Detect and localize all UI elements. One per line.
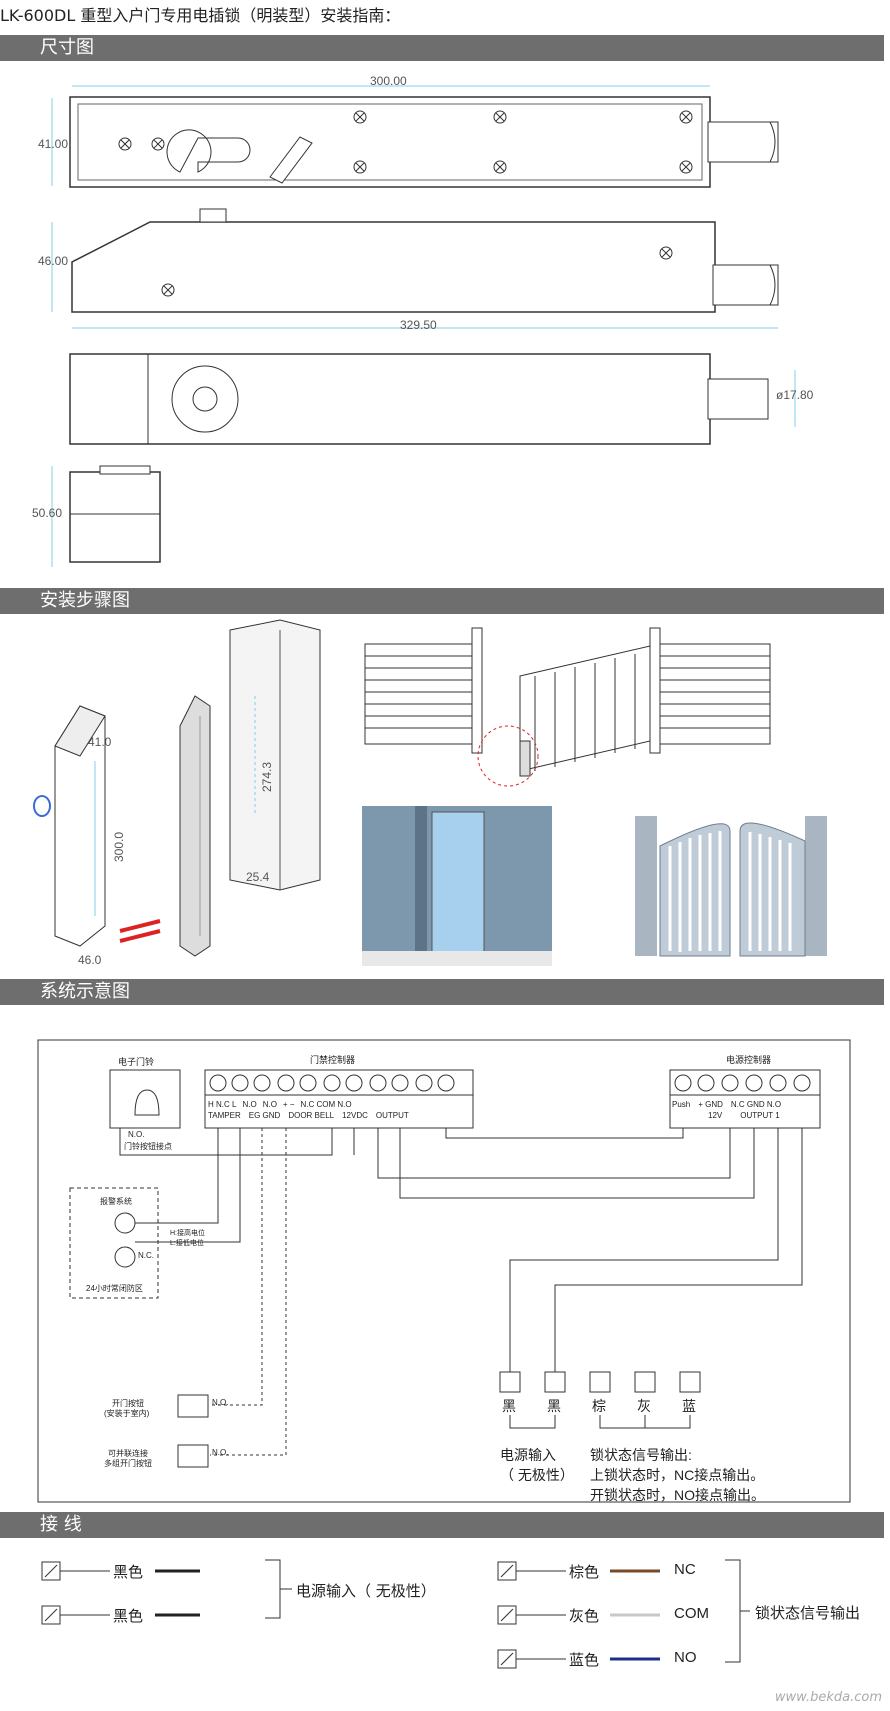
wire-color-label: 棕 xyxy=(592,1398,606,1414)
terminal-label: EG GND xyxy=(248,1111,281,1120)
glass-door-illustration xyxy=(362,806,552,966)
page-title: LK-600DL 重型入户门专用电插锁（明装型）安装指南： xyxy=(0,6,401,25)
alarm-h-label: H:接高电位 xyxy=(170,1230,205,1237)
alarm-zone-label: 24小时常闭防区 xyxy=(86,1284,143,1293)
power-controller-group-labels: 12V OUTPUT 1 xyxy=(708,1111,780,1120)
terminal-nc: NC xyxy=(674,1561,696,1578)
section-title: 尺寸图 xyxy=(40,37,94,58)
watermark: www.bekda.com xyxy=(774,1690,882,1705)
doorbell-contact-label: 门铃按钮接点 xyxy=(124,1142,172,1151)
open-button-2-label: 可并联连接 xyxy=(108,1449,148,1458)
section-band-system: 系统示意图 xyxy=(0,979,884,1005)
section-band-install: 安装步骤图 xyxy=(0,588,884,614)
open-button-2 xyxy=(177,1444,209,1468)
section-title: 系统示意图 xyxy=(40,981,130,1002)
terminal-label: Push xyxy=(672,1100,691,1109)
wire-color-label: 灰 xyxy=(637,1398,651,1414)
wire-label-black-2: 黑色 xyxy=(113,1607,144,1625)
open-button-1-sublabel: (安装于室内) xyxy=(104,1409,150,1418)
metal-gate-illustration xyxy=(635,816,827,957)
dim-length-top: 300.00 xyxy=(370,74,407,88)
power-input-label: 电源输入 xyxy=(500,1447,556,1463)
open-state-label: 开锁状态时，NO接点输出。 xyxy=(590,1487,765,1503)
system-wiring-diagram xyxy=(37,1039,851,1503)
terminal-label: OUTPUT xyxy=(375,1111,409,1120)
doorbell-label: 电子门铃 xyxy=(118,1057,155,1067)
dim-length-side: 329.50 xyxy=(400,318,437,332)
brick-wall-gate xyxy=(364,627,771,787)
dim-height-side: 46.00 xyxy=(38,254,69,268)
section-title: 安装步骤图 xyxy=(40,590,130,611)
door-controller-group-labels: TAMPER EG GND DOOR BELL 12VDC OUTPUT xyxy=(208,1111,473,1120)
wire-label-black-1: 黑色 xyxy=(113,1563,144,1581)
dim-end-height: 50.60 xyxy=(32,506,63,520)
terminal-label: N.O xyxy=(262,1100,277,1109)
terminal-label: N.O xyxy=(242,1100,257,1109)
power-brace xyxy=(265,1559,292,1619)
signal-brace xyxy=(725,1559,750,1663)
lock-exploded-view xyxy=(33,619,321,957)
terminal-label: TAMPER xyxy=(208,1111,241,1120)
lock-end-view xyxy=(51,465,161,567)
wire-color-label: 黑 xyxy=(502,1398,516,1414)
open-button-2-no: N.O. xyxy=(212,1448,229,1457)
install-dim-300: 300.0 xyxy=(112,831,127,863)
alarm-title: 报警系统 xyxy=(100,1197,132,1206)
dimension-drawings xyxy=(51,85,796,567)
alarm-l-label: L:接低电位 xyxy=(170,1240,204,1247)
terminal-com: COM xyxy=(674,1605,709,1622)
door-controller-label: 门禁控制器 xyxy=(310,1055,356,1065)
dim-bolt-diameter: ø17.80 xyxy=(776,388,814,402)
door-controller-terminal-labels: H N.C L N.O N.O + − N.C COM N.O xyxy=(208,1100,473,1109)
terminal-label: 12V xyxy=(708,1111,723,1120)
terminal-label: + − xyxy=(282,1100,295,1109)
section-band-dimensions: 尺寸图 xyxy=(0,35,884,61)
section-band-wiring: 接 线 xyxy=(0,1512,884,1538)
power-controller-terminal-labels: Push + GND N.C GND N.O xyxy=(672,1100,781,1109)
wiring-legend-graphics xyxy=(41,1559,750,1669)
bell-icon xyxy=(134,1089,160,1116)
wire-label-blue: 蓝色 xyxy=(569,1651,600,1669)
wire-label-brown: 棕色 xyxy=(569,1563,600,1581)
door-controller-block xyxy=(204,1069,474,1129)
wire-color-label: 黑 xyxy=(547,1398,561,1414)
alarm-box xyxy=(69,1187,159,1299)
alarm-nc-label: N.C. xyxy=(138,1251,154,1260)
dim-height-top: 41.00 xyxy=(38,137,69,151)
terminal-label: N.C COM N.O xyxy=(300,1100,352,1109)
install-dim-46: 46.0 xyxy=(78,953,102,967)
wire-color-label: 蓝 xyxy=(682,1398,696,1414)
section-title: 接 线 xyxy=(40,1514,82,1535)
output-terminals xyxy=(499,1371,701,1393)
power-controller-block xyxy=(669,1069,821,1129)
lock-top-view xyxy=(51,85,779,188)
signal-group-label: 锁状态信号输出 xyxy=(755,1604,861,1622)
wire-label-gray: 灰色 xyxy=(569,1607,600,1625)
install-dim-274: 274.3 xyxy=(260,761,275,793)
terminal-label: H N.C L xyxy=(208,1100,237,1109)
open-button-2-sublabel: 多组开门按钮 xyxy=(104,1459,152,1468)
no-polarity-label: （ 无极性） xyxy=(500,1467,574,1483)
doorbell-no-label: N.O. xyxy=(128,1130,145,1139)
open-button-1 xyxy=(177,1394,209,1418)
terminal-label: DOOR BELL xyxy=(288,1111,335,1120)
terminal-no: NO xyxy=(674,1649,697,1666)
install-step-illustrations xyxy=(33,619,827,966)
terminal-label: 12VDC xyxy=(342,1111,368,1120)
terminal-label: OUTPUT 1 xyxy=(740,1111,780,1120)
open-button-1-label: 开门按钮 xyxy=(112,1399,144,1408)
lock-bottom-view xyxy=(69,353,796,445)
locked-state-label: 上锁状态时，NC接点输出。 xyxy=(590,1467,765,1483)
lock-side-view xyxy=(51,208,779,329)
install-dim-25: 25.4 xyxy=(246,870,270,884)
terminal-label: + GND xyxy=(698,1100,723,1109)
open-button-1-no: N.O. xyxy=(212,1398,229,1407)
power-group-label: 电源输入（ 无极性） xyxy=(296,1582,436,1600)
install-dim-41: 41.0 xyxy=(88,735,112,749)
terminal-label: N.C GND N.O xyxy=(730,1100,782,1109)
lock-signal-label: 锁状态信号输出: xyxy=(590,1447,692,1463)
power-controller-label: 电源控制器 xyxy=(726,1055,772,1065)
